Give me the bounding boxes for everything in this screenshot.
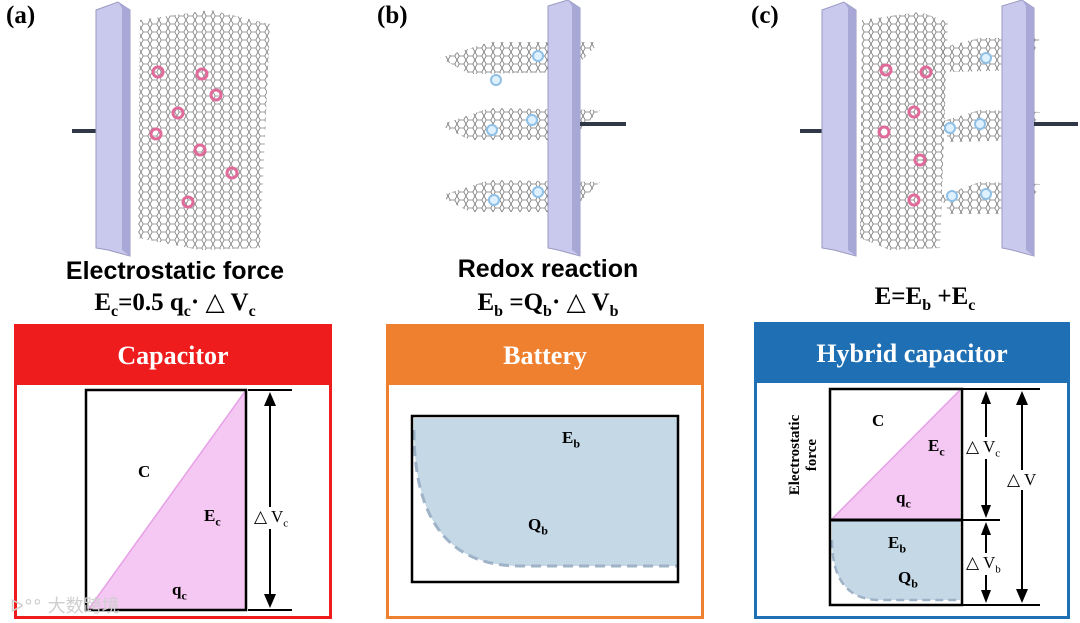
hybrid-label-qb: Qb <box>898 568 918 591</box>
hybrid-label-c: C <box>872 411 885 430</box>
illustration-b <box>440 0 626 257</box>
caption-a: Electrostatic force <box>65 257 285 285</box>
hybrid-label-ec: Ec <box>928 436 945 459</box>
hybrid-label-dv: △ V <box>1006 470 1038 490</box>
caption-b: Redox reaction <box>457 255 639 283</box>
panel-letter-a: (a) <box>6 2 36 29</box>
capacitor-label-qc: qc <box>172 580 187 603</box>
formula-a: Ec=0.5 qc· △ Vc <box>94 289 256 320</box>
hybrid-label-dvb: △ Vb <box>966 553 1001 576</box>
panel-letter-b: (b) <box>377 2 408 29</box>
battery-label-eb: Eb <box>562 428 581 451</box>
watermark: ᐅ°° 大数跨境 <box>10 596 120 617</box>
battery-title: Battery <box>389 327 701 385</box>
capacitor-title: Capacitor <box>17 327 329 385</box>
hybrid-label-qc: qc <box>896 488 911 511</box>
illustration-a <box>72 1 270 257</box>
hybrid-title: Hybrid capacitor <box>757 325 1067 383</box>
capacitor-label-ec: Ec <box>204 506 221 529</box>
capacitor-label-c: C <box>138 462 151 481</box>
hybrid-label-eb: Eb <box>888 533 907 556</box>
panel-letter-c: (c) <box>751 2 779 29</box>
formula-c: E=Eb +Ec <box>874 283 976 314</box>
battery-label-qb: Qb <box>528 515 548 538</box>
illustration-c <box>800 0 1078 257</box>
hybrid-label-dvc: △ Vc <box>966 437 1001 460</box>
watermark-logo-icon: ᐅ°° <box>10 596 48 617</box>
formula-b: Eb =Qb· △ Vb <box>477 289 619 320</box>
capacitor-label-dv: △ Vc <box>252 507 291 530</box>
